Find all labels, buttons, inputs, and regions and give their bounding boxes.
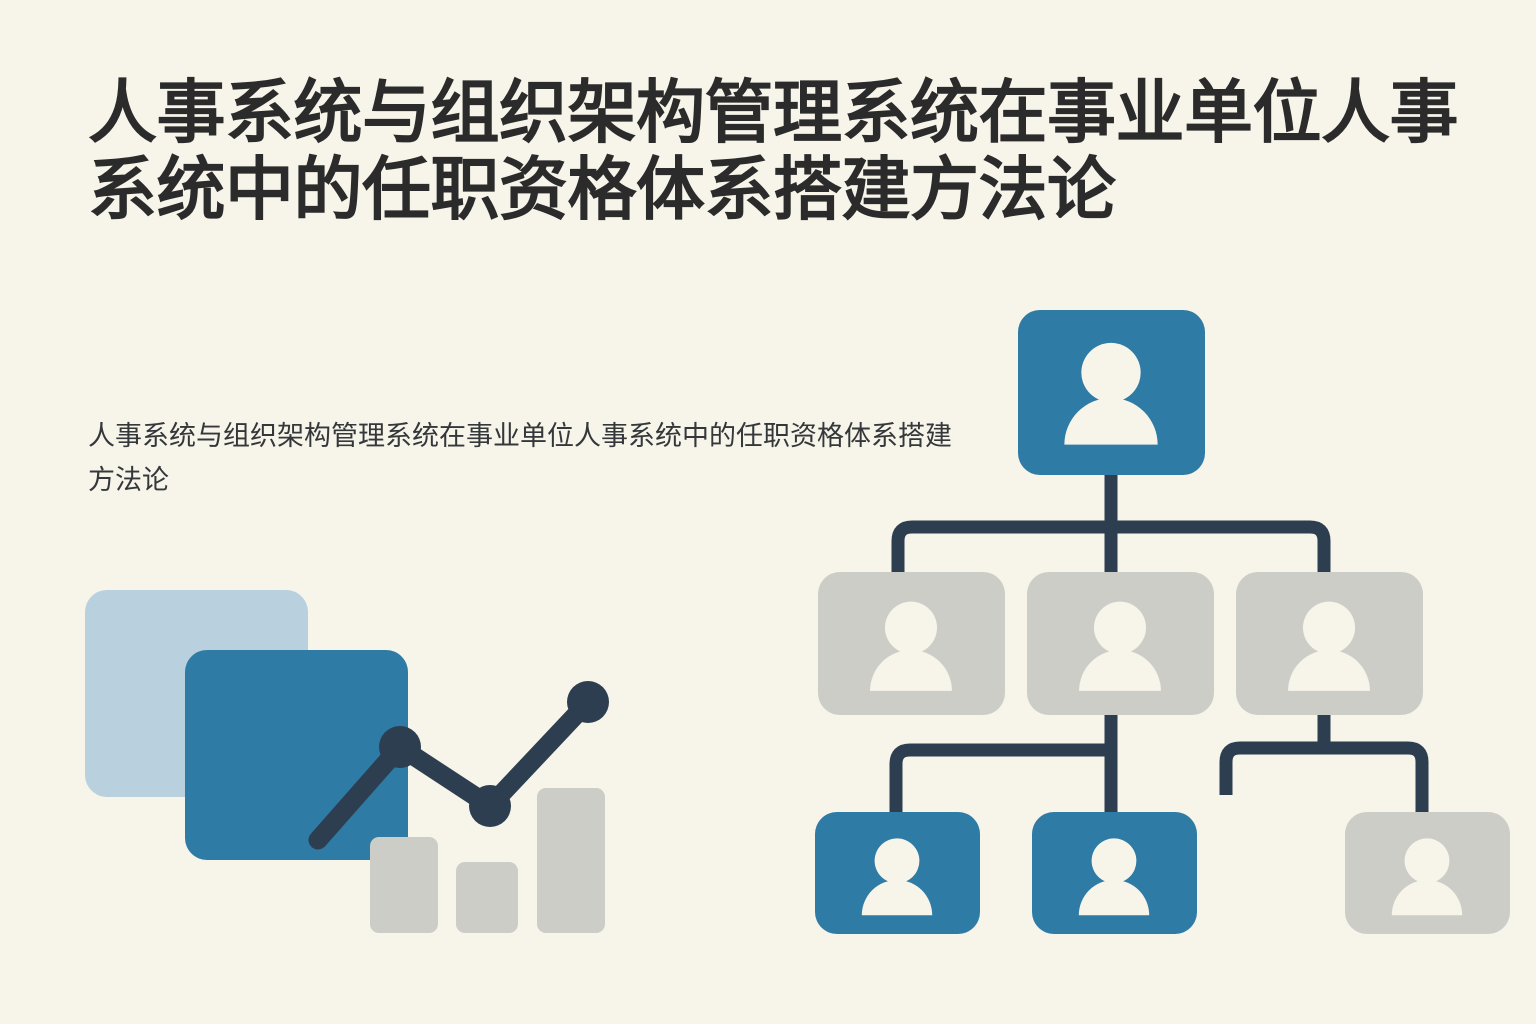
- org-node-l3-3[interactable]: [1345, 812, 1510, 934]
- connector-level3-bus-right: [1324, 741, 1429, 812]
- org-node-l2-1[interactable]: [818, 572, 1005, 715]
- header-text-block: 人事系统与组织架构管理系统在事业单位人事系统中的任职资格体系搭建方法论: [88, 74, 1460, 229]
- org-node-root[interactable]: [1018, 310, 1205, 475]
- connector-level2-bus-left: [891, 520, 1111, 582]
- org-node-l2-3[interactable]: [1236, 572, 1423, 715]
- connector-level2-bus-right: [1111, 520, 1331, 582]
- org-node-l3-1[interactable]: [815, 812, 980, 934]
- connector-level3-bus-left: [889, 743, 1111, 812]
- org-node-l3-2[interactable]: [1032, 812, 1197, 934]
- connector-level3-bus-right-stub: [1219, 741, 1324, 795]
- org-node-l2-2[interactable]: [1027, 572, 1214, 715]
- page-subtitle: 人事系统与组织架构管理系统在事业单位人事系统中的任职资格体系搭建方法论: [88, 421, 952, 495]
- page-title: 人事系统与组织架构管理系统在事业单位人事系统中的任职资格体系搭建方法论: [88, 74, 1459, 229]
